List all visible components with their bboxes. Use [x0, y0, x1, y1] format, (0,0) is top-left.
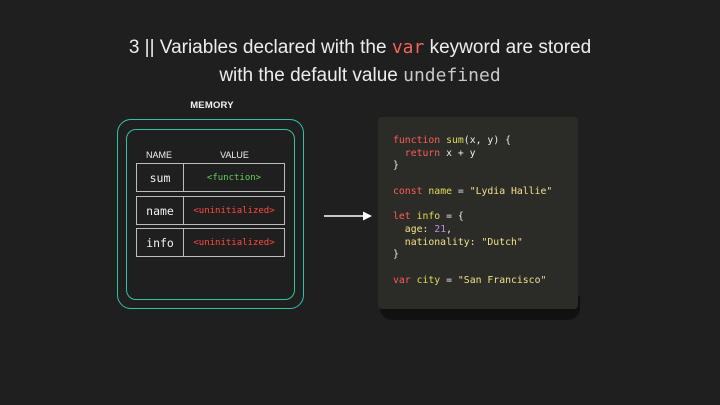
code-line: var city = "San Francisco": [393, 275, 578, 288]
code-blank-line: [393, 262, 578, 275]
code-string: "San Francisco": [457, 274, 547, 286]
arrow-right-icon: [324, 211, 372, 221]
memory-row-sum: sum <function>: [136, 163, 285, 192]
code-line: function sum(x, y) {: [393, 135, 578, 148]
code-operator: =: [452, 185, 470, 197]
code-function-name: sum: [446, 135, 464, 146]
column-header-value: VALUE: [220, 150, 249, 160]
title-line-2: with the default value undefined: [0, 62, 720, 90]
code-punct: (: [463, 135, 470, 146]
memory-row-value: <uninitialized>: [193, 237, 275, 248]
code-keyword: return: [404, 147, 441, 159]
column-header-name: NAME: [145, 150, 172, 160]
memory-inner-frame: [126, 129, 295, 300]
title-line-1: 3 || Variables declared with the var key…: [0, 34, 720, 62]
code-line: const name = "Lydia Hallie": [393, 186, 578, 199]
memory-row-name: info: [137, 229, 184, 256]
code-keyword: const: [393, 185, 423, 197]
code-string: "Lydia Hallie": [469, 185, 553, 197]
code-panel: function sum(x, y) { return x + y } cons…: [378, 117, 578, 309]
memory-row-value: <uninitialized>: [193, 205, 275, 216]
memory-row-info: info <uninitialized>: [136, 228, 285, 257]
code-text: x + y: [440, 147, 476, 159]
code-blank-line: [393, 198, 578, 211]
memory-row-name: name: [137, 197, 184, 224]
code-punct: ,: [475, 135, 488, 146]
code-variable: name: [422, 185, 452, 197]
code-keyword: function: [393, 135, 441, 146]
code-keyword: let: [393, 211, 411, 223]
memory-row-name-var: name <uninitialized>: [136, 196, 285, 225]
code-keyword: var: [393, 274, 411, 286]
code-line: age: 21,: [393, 224, 578, 237]
code-line: nationality: "Dutch": [393, 237, 578, 250]
memory-row-value: <function>: [206, 172, 262, 183]
code-text: = {: [440, 211, 464, 223]
code-param: y: [487, 135, 494, 146]
code-property: nationality:: [393, 236, 482, 248]
code-line: let info = {: [393, 211, 578, 224]
code-line: }: [393, 160, 399, 172]
title-keyword-var: var: [391, 37, 425, 58]
code-indent: [393, 148, 405, 159]
title-text: 3 || Variables declared with the: [128, 37, 392, 58]
code-number: 21: [434, 223, 447, 235]
code-param: x: [469, 135, 476, 146]
title-code-undefined: undefined: [403, 65, 501, 86]
memory-label: MEMORY: [190, 100, 234, 111]
title-text: with the default value: [219, 65, 404, 86]
code-property: age:: [393, 223, 435, 235]
memory-outer-frame: [117, 119, 304, 309]
code-operator: =: [440, 274, 458, 286]
code-variable: info: [410, 211, 441, 223]
title-text: keyword are stored: [424, 37, 592, 58]
code-variable: city: [410, 274, 441, 286]
code-punct: ,: [446, 223, 452, 235]
slide-title: 3 || Variables declared with the var key…: [0, 34, 720, 90]
code-punct: ) {: [493, 135, 512, 146]
memory-row-name: sum: [137, 164, 184, 191]
code-string: "Dutch": [481, 236, 523, 248]
code-line: return x + y: [393, 148, 578, 161]
code-blank-line: [393, 173, 578, 186]
code-line: }: [393, 249, 399, 261]
